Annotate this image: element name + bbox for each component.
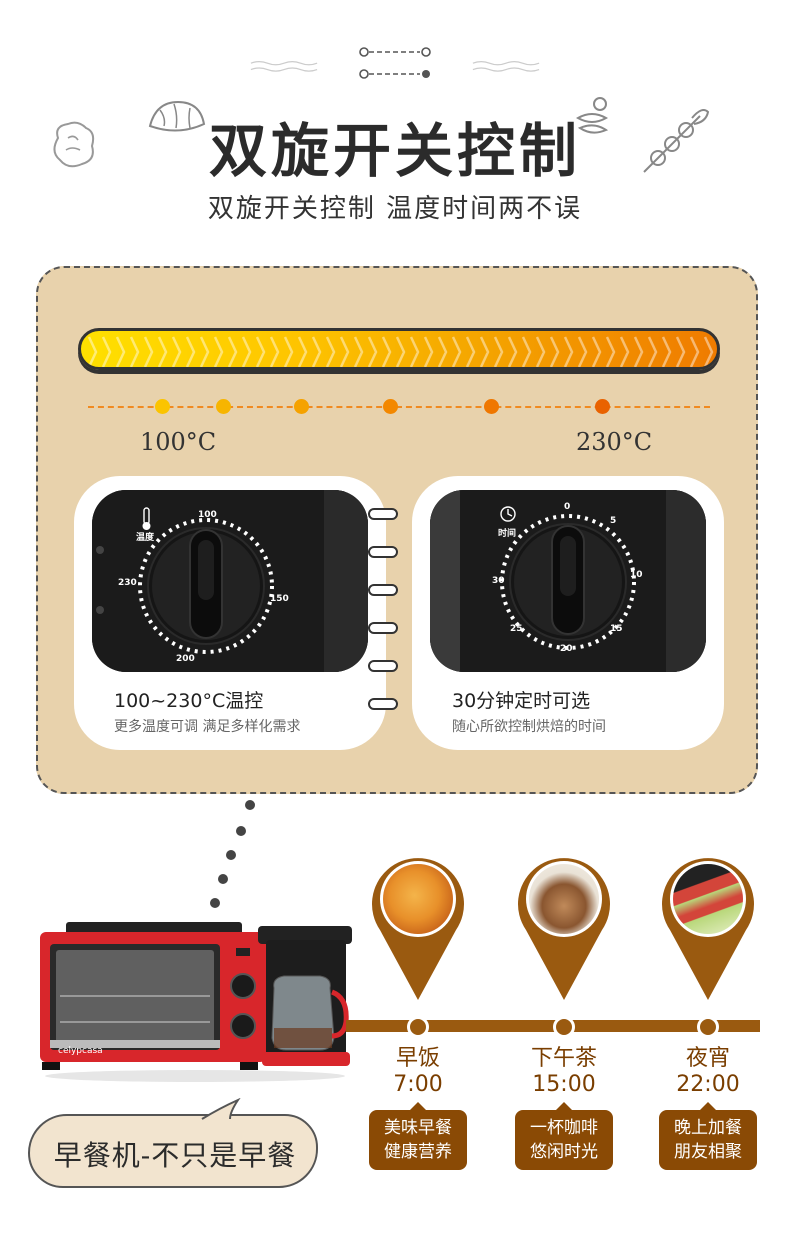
binder-ring — [368, 660, 398, 672]
wave-decoration-left — [250, 60, 318, 72]
breakfast-tag: 美味早餐 健康营养 — [369, 1102, 467, 1170]
temperature-card-title: 100~230°C温控 — [114, 690, 264, 712]
temperature-card: 温度 100 150 200 230 100~230°C温控 更多温度可调 满足… — [74, 476, 386, 750]
late-night-pin — [660, 852, 756, 1002]
timer-card-desc: 随心所欲控制烘焙的时间 — [452, 719, 606, 735]
temp-scale-200: 200 — [176, 654, 195, 664]
timer-scale-25: 25 — [510, 624, 523, 634]
steam-dot — [218, 874, 228, 884]
meal-name: 早饭 — [395, 1046, 440, 1071]
header-connector-decoration — [359, 47, 431, 79]
steam-dot — [210, 898, 220, 908]
meal-time: 7:00 — [393, 1072, 443, 1097]
timer-scale-15: 15 — [610, 624, 623, 634]
binder-ring — [368, 546, 398, 558]
wave-decoration-right — [472, 60, 540, 72]
sausage-doodle-icon — [575, 97, 609, 134]
max-temp-label: 230°C — [576, 428, 653, 456]
meal-breakfast: 早饭 7:00 — [358, 1046, 478, 1098]
afternoon-tea-pin — [516, 852, 612, 1002]
steam-dot — [226, 850, 236, 860]
timer-card: 时间 0 5 10 15 20 25 30 30分钟定时可选 随心所欲控制烘焙的… — [412, 476, 724, 750]
timeline-dot-night — [697, 1016, 719, 1038]
slogan-bubble: 早餐机-不只是早餐 — [28, 1098, 318, 1188]
chevron-pattern — [87, 336, 714, 367]
tag-line: 一杯咖啡 — [530, 1118, 598, 1138]
page-title: 双旋开关控制 — [208, 117, 581, 185]
timer-scale-10: 10 — [630, 570, 643, 580]
timeline-dot-afternoon — [553, 1016, 575, 1038]
temperature-card-desc: 更多温度可调 满足多样化需求 — [114, 719, 301, 735]
timeline-dot-breakfast — [407, 1016, 429, 1038]
timer-scale-30: 30 — [492, 576, 505, 586]
control-panel: 100°C 230°C 温度 100 150 200 — [36, 266, 758, 794]
temperature-gradient-bar — [78, 328, 720, 370]
bread-doodle-icon — [53, 121, 95, 168]
temp-scale-100: 100 — [198, 510, 217, 520]
breakfast-machine-illustration — [40, 922, 352, 1082]
breakfast-food-image — [383, 864, 453, 934]
meal-name: 夜宵 — [685, 1046, 730, 1071]
dumpling-doodle-icon — [148, 100, 206, 132]
clock-icon — [500, 506, 516, 522]
steam-dot — [245, 800, 255, 810]
temperature-dot — [216, 399, 231, 414]
steam-dot — [236, 826, 246, 836]
brand-label: celypcasa — [58, 1046, 103, 1056]
bubble-tail-icon — [201, 1098, 241, 1120]
meal-time: 15:00 — [532, 1072, 596, 1097]
timer-scale-0: 0 — [564, 502, 571, 512]
timer-scale-5: 5 — [610, 516, 617, 526]
skewer-doodle-icon — [643, 109, 710, 173]
slogan-text: 早餐机-不只是早餐 — [53, 1139, 297, 1172]
meal-late-night: 夜宵 22:00 — [648, 1046, 768, 1098]
afternoon-tea-tag: 一杯咖啡 悠闲时光 — [515, 1102, 613, 1170]
timer-knob-photo: 时间 0 5 10 15 20 25 30 — [430, 490, 706, 672]
temperature-dot — [484, 399, 499, 414]
temperature-dot — [595, 399, 610, 414]
temperature-icon-label: 温度 — [136, 533, 155, 543]
breakfast-pin — [370, 852, 466, 1002]
timer-icon-label: 时间 — [498, 529, 517, 539]
binder-ring — [368, 584, 398, 596]
temperature-dot-line — [88, 406, 710, 408]
tag-line: 美味早餐 — [384, 1118, 452, 1138]
meal-time: 22:00 — [676, 1072, 740, 1097]
temperature-dot — [383, 399, 398, 414]
binder-ring — [368, 622, 398, 634]
tag-line: 晚上加餐 — [674, 1118, 742, 1138]
tag-line: 悠闲时光 — [530, 1142, 598, 1162]
meal-afternoon-tea: 下午茶 15:00 — [504, 1046, 624, 1098]
late-night-tag: 晚上加餐 朋友相聚 — [659, 1102, 757, 1170]
timer-card-title: 30分钟定时可选 — [452, 690, 591, 712]
sausage-food-image — [673, 864, 743, 934]
temperature-dot — [294, 399, 309, 414]
page-subtitle: 双旋开关控制 温度时间两不误 — [207, 194, 583, 224]
tag-line: 朋友相聚 — [674, 1142, 742, 1162]
temperature-dot — [155, 399, 170, 414]
tag-line: 健康营养 — [384, 1142, 452, 1162]
temperature-knob-photo: 温度 100 150 200 230 — [92, 490, 368, 672]
timer-scale-20: 20 — [560, 644, 573, 654]
meal-name: 下午茶 — [530, 1046, 597, 1071]
thermometer-icon — [142, 507, 151, 530]
coffee-image — [529, 864, 599, 934]
temp-scale-230: 230 — [118, 578, 137, 588]
binder-ring — [368, 698, 398, 710]
binder-ring — [368, 508, 398, 520]
min-temp-label: 100°C — [140, 428, 217, 456]
temp-scale-150: 150 — [270, 594, 289, 604]
